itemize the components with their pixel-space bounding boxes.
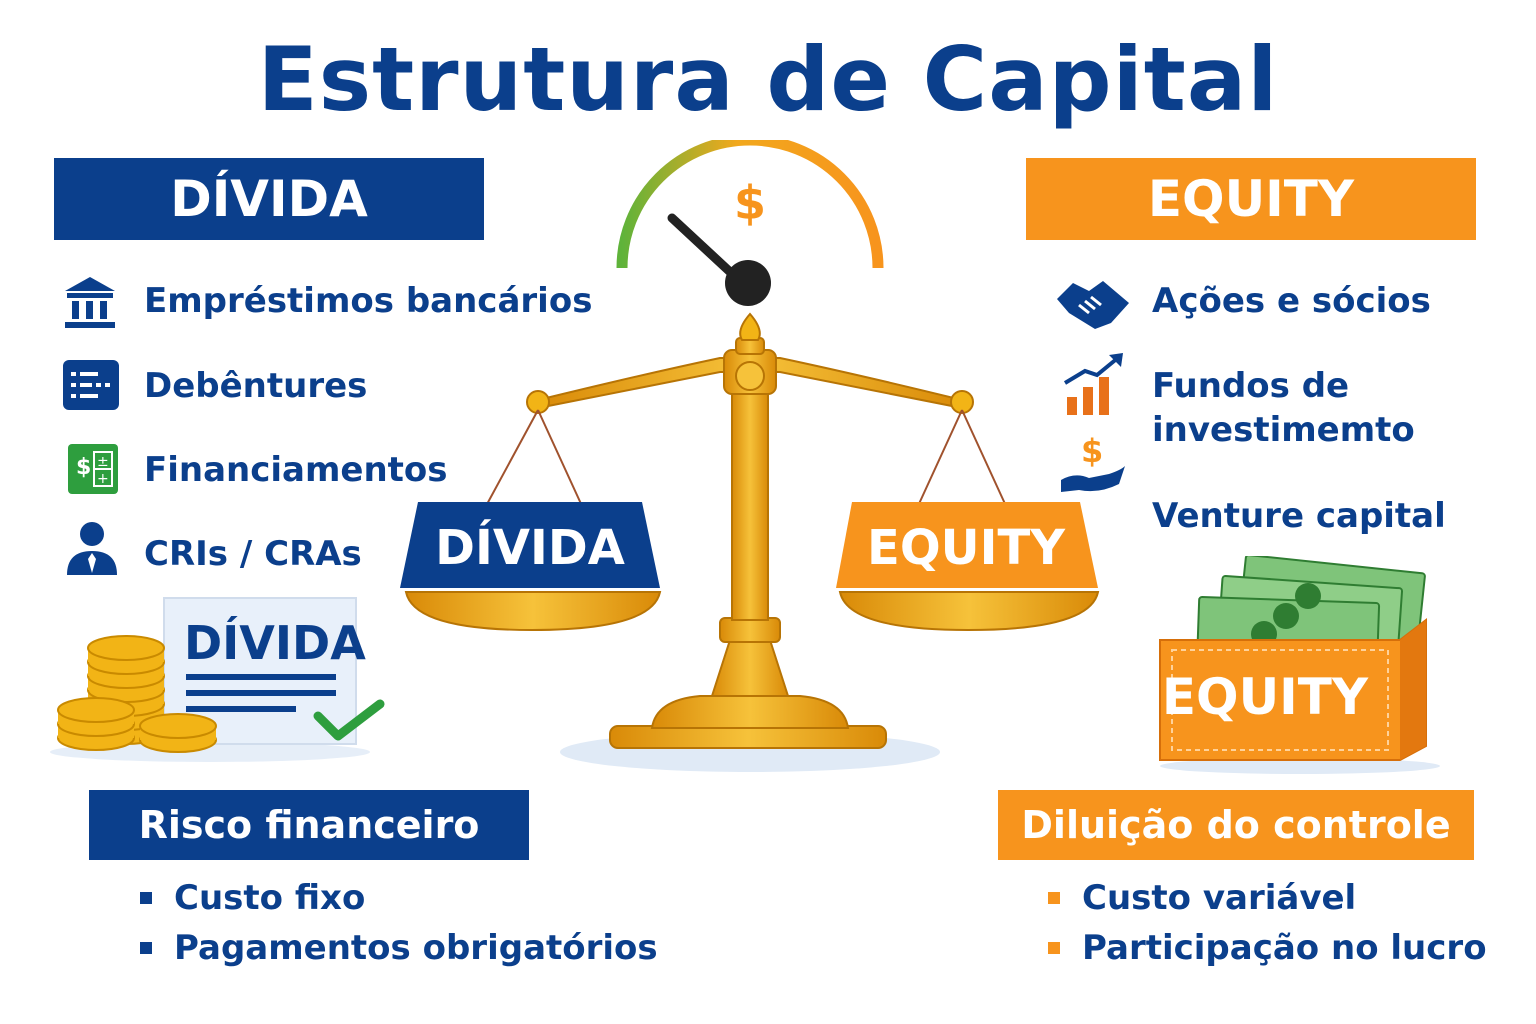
svg-text:$: $: [1081, 432, 1103, 470]
equity-item-2: Fundos de investimemto: [1152, 364, 1415, 452]
debt-bullet-text: Pagamentos obrigatórios: [174, 928, 658, 968]
svg-text:±: ±: [97, 454, 109, 470]
bullet-marker: [140, 942, 152, 954]
equity-item-2-line-1: Fundos de: [1152, 366, 1350, 406]
bullet-marker: [1048, 892, 1060, 904]
debt-illustration: [40, 592, 400, 772]
debt-item-4: CRIs / CRAs: [144, 534, 362, 574]
balance-scale: [390, 134, 1130, 780]
document-list-icon: [62, 358, 120, 412]
hand-dollar-icon: $: [1058, 432, 1128, 494]
spreadsheet-icon: $ ± +: [66, 442, 120, 496]
equity-item-1: Ações e sócios: [1152, 281, 1431, 321]
risk-header: Risco financeiro: [89, 790, 529, 860]
debt-item-2: Debêntures: [144, 366, 368, 406]
debt-item-1: Empréstimos bancários: [144, 281, 593, 321]
debt-bullet-1: Custo fixo: [140, 878, 365, 918]
equity-item-2-line-2: investimemto: [1152, 410, 1415, 450]
svg-text:+: +: [97, 471, 109, 487]
equity-bullet-text: Participação no lucro: [1082, 928, 1487, 968]
debt-header: DÍVIDA: [54, 158, 484, 240]
equity-box-label: EQUITY: [1161, 668, 1369, 726]
equity-bullet-1: Custo variável: [1048, 878, 1356, 918]
handshake-icon: [1054, 270, 1132, 336]
debt-bullet-2: Pagamentos obrigatórios: [140, 928, 658, 968]
person-icon: [62, 518, 122, 578]
bank-icon: [60, 272, 120, 332]
equity-item-3: Venture capital: [1152, 496, 1446, 536]
equity-illustration: [1150, 554, 1450, 778]
equity-header: EQUITY: [1026, 158, 1476, 240]
growth-chart-icon: [1060, 352, 1126, 418]
page-title: Estrutura de Capital: [257, 28, 1279, 131]
debt-document-label: DÍVIDA: [184, 616, 366, 670]
scale-plate-equity: EQUITY: [867, 520, 1065, 576]
svg-text:$: $: [76, 455, 91, 480]
bullet-marker: [1048, 942, 1060, 954]
debt-bullet-text: Custo fixo: [174, 878, 366, 918]
gauge-dollar-icon: $: [733, 176, 766, 230]
dilution-header: Diluição do controle: [998, 790, 1474, 860]
debt-item-3: Financiamentos: [144, 450, 448, 490]
scale-plate-debt: DÍVIDA: [435, 520, 625, 576]
bullet-marker: [140, 892, 152, 904]
equity-bullet-text: Custo variável: [1082, 878, 1357, 918]
equity-bullet-2: Participação no lucro: [1048, 928, 1487, 968]
